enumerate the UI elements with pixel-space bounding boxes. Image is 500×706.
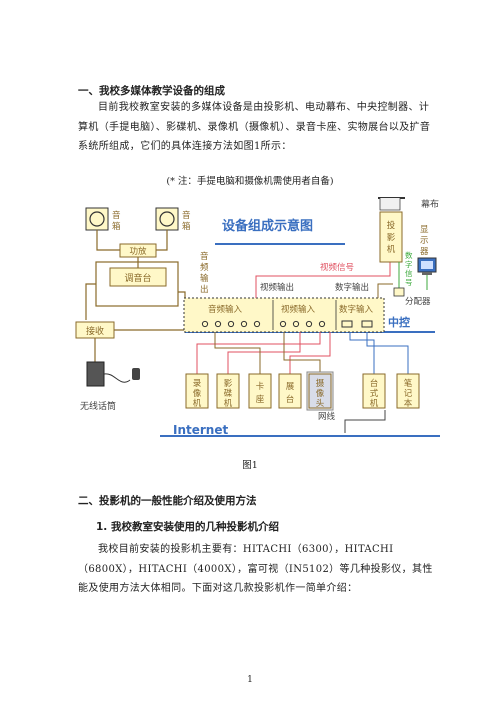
digital-output-label: 数字输出: [335, 282, 369, 293]
amplifier-label: 功放: [129, 246, 147, 257]
device-wiring: [196, 332, 409, 433]
distributor-label: 分配器: [405, 297, 431, 307]
svg-text:式: 式: [370, 388, 379, 399]
speaker-right-label-1: 音: [182, 210, 191, 221]
svg-text:头: 头: [316, 398, 325, 409]
device-laptop: 笔 记 本: [396, 373, 420, 409]
receiver-label: 接收: [86, 325, 104, 337]
mixer-label: 调音台: [124, 272, 151, 284]
figure-caption: 图1: [242, 460, 258, 471]
central-control-label: 中控: [388, 315, 410, 329]
wireless-mic-label: 无线话筒: [80, 400, 116, 412]
digital-input-label: 数字输入: [339, 304, 374, 315]
svg-text:台: 台: [370, 378, 379, 389]
svg-text:机: 机: [224, 398, 233, 409]
wireless-mic-icon: [132, 368, 140, 380]
audio-output-4: 出: [200, 284, 209, 295]
page-number: 1: [247, 675, 253, 685]
input-jacks: [201, 320, 373, 328]
svg-text:本: 本: [404, 398, 413, 409]
device-vcr: 录 像 机: [185, 373, 209, 409]
audio-output-2: 频: [200, 262, 209, 273]
speaker-right-icon: [155, 207, 179, 231]
video-signal-label: 视频信号: [320, 262, 354, 273]
projector-label-3: 机: [387, 244, 396, 255]
device-visualizer: 展 台: [278, 373, 302, 409]
video-input-label: 视频输入: [281, 304, 316, 315]
device-dvd: 影 碟 机: [216, 373, 240, 409]
monitor-label-1: 显: [420, 225, 429, 235]
section1-paragraph: 目前我校教室安装的多媒体设备是由投影机、电动幕布、中央控制器、计算机（手提电脑）…: [78, 102, 431, 152]
svg-text:像: 像: [316, 388, 325, 399]
projector-box: [379, 211, 403, 263]
audio-output-3: 输: [200, 273, 209, 284]
audio-output-1: 音: [200, 251, 209, 262]
screen-label: 幕布: [421, 198, 439, 210]
svg-text:笔: 笔: [404, 378, 413, 389]
video-output-label: 视频输出: [260, 282, 294, 293]
speaker-left-label-2: 箱: [112, 221, 121, 232]
digital-signal-2: 字: [405, 259, 413, 269]
projector-label-2: 影: [387, 232, 396, 243]
network-label: 网线: [318, 411, 336, 422]
svg-text:录: 录: [193, 379, 202, 389]
speaker-left-label-1: 音: [112, 210, 121, 221]
section2-paragraph: 我校目前安装的投影机主要有：HITACHI（6300），HITACHI（6800…: [78, 544, 433, 594]
distributor-box: [393, 287, 405, 297]
svg-text:座: 座: [256, 394, 265, 405]
svg-text:影: 影: [224, 378, 233, 389]
figure-note: (* 注：手提电脑和摄像机需使用者自备): [166, 176, 334, 187]
svg-text:展: 展: [286, 382, 295, 392]
section2-heading: 二、投影机的一般性能介绍及使用方法: [78, 495, 257, 507]
speaker-right-label-2: 箱: [182, 221, 191, 232]
monitor-icon: [417, 257, 437, 275]
svg-text:摄: 摄: [316, 378, 325, 389]
digital-signal-1: 数: [405, 250, 413, 260]
section2-subheading: 1. 我校教室安装使用的几种投影机介绍: [96, 521, 279, 533]
section1-heading: 一、我校多媒体教学设备的组成: [78, 85, 225, 97]
monitor-label-3: 器: [420, 247, 429, 257]
svg-text:台: 台: [286, 394, 295, 405]
svg-text:机: 机: [193, 398, 202, 409]
speaker-left-icon: [85, 207, 109, 231]
device-cassette: 卡 座: [248, 373, 272, 409]
digital-signal-4: 号: [405, 278, 413, 287]
svg-text:像: 像: [193, 388, 202, 399]
projector-label-1: 投: [387, 220, 396, 231]
wireless-receiver-icon: [86, 361, 105, 387]
audio-input-label: 音频输入: [208, 304, 243, 315]
svg-text:机: 机: [370, 398, 379, 409]
monitor-label-2: 示: [420, 236, 429, 246]
device-camera: 摄 像 头: [306, 371, 334, 411]
svg-text:碟: 碟: [224, 389, 233, 399]
internet-label: Internet: [173, 423, 228, 437]
device-desktop: 台 式 机: [362, 373, 386, 409]
svg-text:卡: 卡: [256, 381, 265, 392]
diagram-title: 设备组成示意图: [222, 218, 313, 234]
svg-text:记: 记: [404, 389, 413, 399]
digital-signal-3: 信: [405, 268, 413, 278]
